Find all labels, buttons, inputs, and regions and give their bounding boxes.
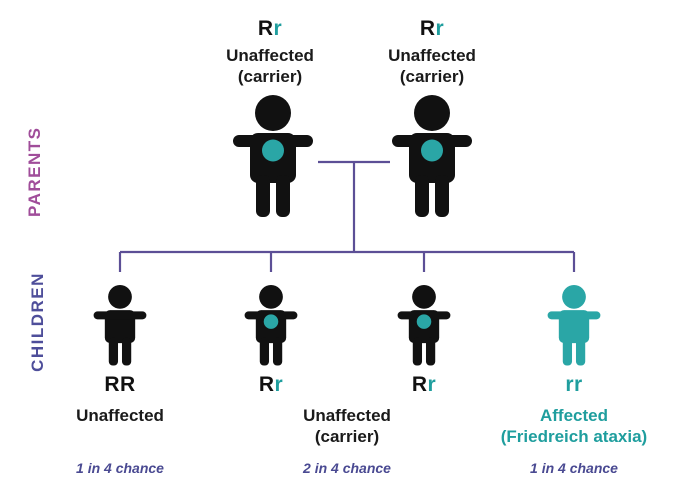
child-2-genotype: Rr: [258, 373, 284, 396]
parent-figure-1: [233, 95, 313, 217]
child-figure-3: [397, 285, 451, 366]
parent-1-genotype: Rr: [257, 17, 283, 40]
carrier-dot-icon: [416, 314, 432, 329]
parent-1-status: Unaffected (carrier): [226, 46, 314, 86]
carrier-chance: 2 in 4 chance: [303, 460, 391, 476]
child-3-genotype: Rr: [411, 373, 437, 396]
child-figure-4: [547, 285, 601, 366]
carrier-dot-icon: [421, 139, 443, 162]
carrier-dot-icon: [262, 139, 284, 162]
child-1-genotype: RR: [104, 373, 136, 396]
parent-2-genotype: Rr: [419, 17, 445, 40]
parents-side-label: PARENTS: [25, 126, 44, 217]
unaffected-status: Unaffected: [76, 406, 164, 425]
unaffected-chance: 1 in 4 chance: [76, 460, 164, 476]
children-side-label: CHILDREN: [28, 272, 47, 372]
carrier-status: Unaffected (carrier): [303, 406, 391, 446]
parent-2-status: Unaffected (carrier): [388, 46, 476, 86]
affected-chance: 1 in 4 chance: [530, 460, 618, 476]
child-figure-2: [244, 285, 298, 366]
parent-figure-2: [392, 95, 472, 217]
affected-status: Affected (Friedreich ataxia): [500, 406, 648, 446]
child-figure-1: [93, 285, 147, 366]
child-4-genotype: rr: [565, 373, 583, 396]
carrier-dot-icon: [263, 314, 279, 329]
